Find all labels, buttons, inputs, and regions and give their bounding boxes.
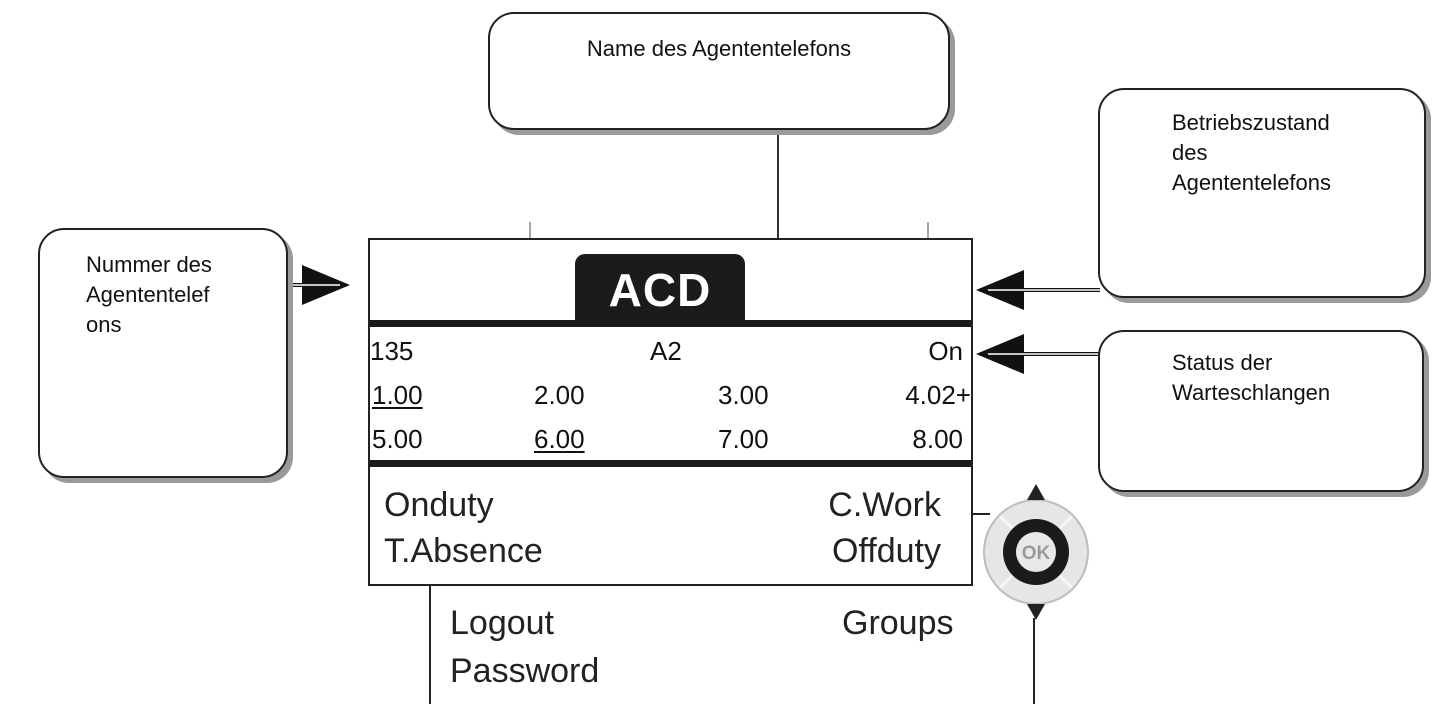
agent-status: On [928, 336, 963, 366]
menu-groups[interactable]: Groups [842, 604, 954, 642]
queue-5: 5.00 [372, 424, 423, 454]
queue-4: 4.02+ [905, 380, 971, 410]
callout-operating-state-line1: Betriebszustand [1172, 110, 1330, 135]
menu-onduty[interactable]: Onduty [384, 486, 494, 524]
ok-label: OK [1022, 543, 1051, 564]
queue-7: 7.00 [718, 424, 769, 454]
callout-queue-status-line1: Status der [1172, 350, 1273, 375]
callout-phone-number: Nummer des Agententelef ons [38, 228, 288, 478]
callout-phone-name-text: Name des Agententelefons [586, 36, 852, 61]
display-divider-bottom [370, 460, 971, 467]
phone-display: ACD 135 A2 On 1.00 2.00 3.00 4.02+ 5.00 … [368, 238, 973, 586]
queue-8: 8.00 [912, 424, 963, 454]
nav-up-arrow-icon [1027, 484, 1045, 500]
menu-password[interactable]: Password [450, 652, 600, 690]
callout-phone-number-line2: Agententelef [86, 282, 210, 307]
menu-cwork[interactable]: C.Work [828, 486, 941, 524]
queue-1: 1.00 [372, 380, 423, 410]
navigator-key[interactable]: OK [980, 482, 1090, 622]
callout-operating-state-line2: des [1172, 140, 1208, 165]
agent-number: 135 [370, 336, 414, 366]
queue-6: 6.00 [534, 424, 585, 454]
callout-operating-state: Betriebszustand des Agententelefons [1098, 88, 1426, 298]
acd-tab: ACD [575, 254, 745, 322]
callout-phone-number-line3: ons [86, 312, 122, 337]
queue-2: 2.00 [534, 380, 585, 410]
menu-offduty[interactable]: Offduty [832, 532, 941, 570]
callout-queue-status: Status der Warteschlangen [1098, 330, 1424, 492]
display-divider-top [370, 320, 971, 327]
queue-3: 3.00 [718, 380, 769, 410]
menu-logout[interactable]: Logout [450, 604, 554, 642]
callout-operating-state-line3: Agententelefons [1172, 170, 1332, 195]
agent-group: A2 [650, 336, 682, 366]
callout-phone-number-line1: Nummer des [86, 252, 212, 277]
menu-tabsence[interactable]: T.Absence [384, 532, 543, 570]
callout-queue-status-line2: Warteschlangen [1172, 380, 1331, 405]
nav-down-arrow-icon [1027, 604, 1045, 620]
callout-phone-name: Name des Agententelefons [488, 12, 950, 130]
